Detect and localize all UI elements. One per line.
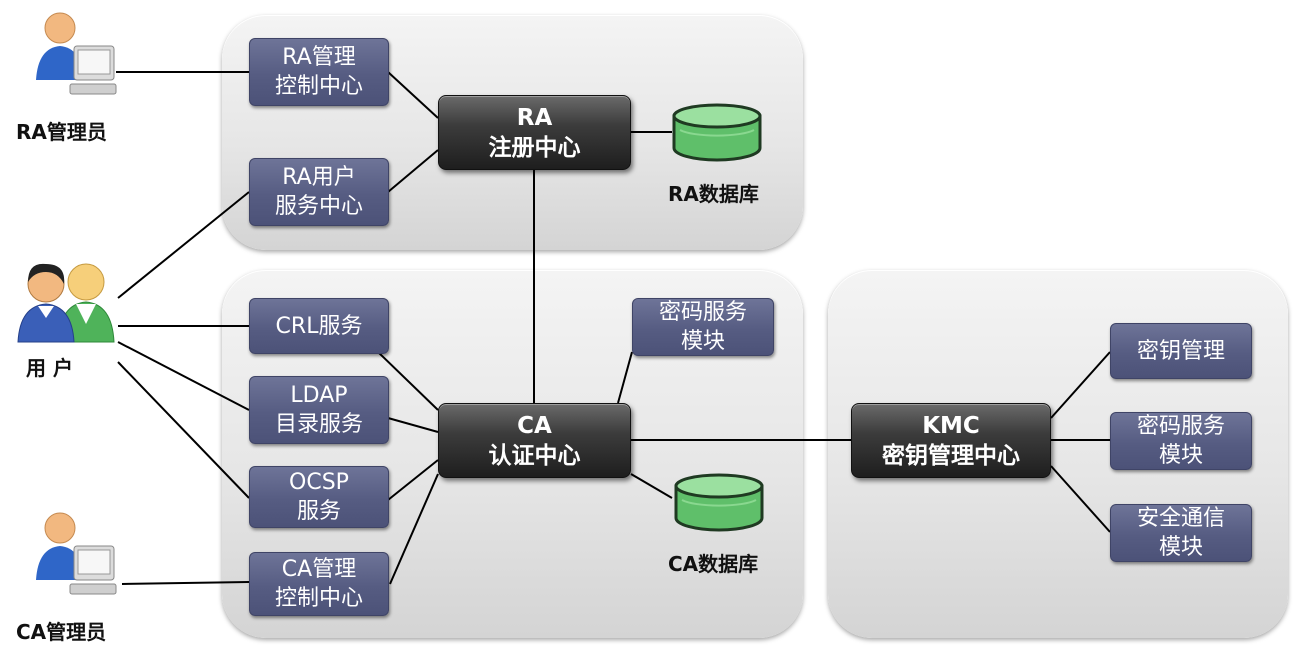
ra-admin-computer-user-icon	[36, 12, 117, 95]
ocsp-line1: OCSP	[289, 470, 349, 495]
line-ca-mgmt-to-ca-center	[389, 473, 439, 585]
line-ca-center-to-crypto	[617, 351, 633, 404]
kmc-key-management-center-box[interactable]: KMC 密钥管理中心	[851, 403, 1051, 478]
ldap-line1: LDAP	[290, 383, 348, 408]
kmc-crypto-line2: 模块	[1158, 443, 1203, 468]
ra-user-svc-line1: RA用户	[282, 165, 356, 190]
ra-registration-center-box[interactable]: RA 注册中心	[438, 95, 631, 170]
ocsp-service-box[interactable]: OCSP 服务	[249, 466, 389, 528]
ca-crypto-line1: 密码服务	[658, 300, 747, 325]
user-group-icon	[17, 263, 115, 343]
ra-admin-label: RA管理员	[16, 120, 107, 144]
ra-database-icon	[672, 103, 762, 162]
ca-database-icon	[674, 473, 764, 532]
ca-center-line1: CA	[517, 412, 552, 439]
ra-center-line1: RA	[516, 104, 553, 131]
ra-database-label: RA数据库	[668, 182, 759, 206]
line-ocsp-to-ca-center	[387, 459, 439, 501]
crl-service-box[interactable]: CRL服务	[249, 298, 389, 354]
ra-user-service-box[interactable]: RA用户 服务中心	[249, 158, 389, 226]
ca-mgmt-line1: CA管理	[281, 557, 357, 582]
ra-user-svc-line2: 服务中心	[274, 194, 363, 219]
ca-admin-label: CA管理员	[16, 620, 107, 644]
kmc-center-line2: 密钥管理中心	[882, 442, 1020, 469]
ra-mgmt-console-box[interactable]: RA管理 控制中心	[249, 38, 389, 106]
key-management-box[interactable]: 密钥管理	[1110, 323, 1252, 379]
ca-crypto-module-box[interactable]: 密码服务 模块	[632, 298, 774, 356]
ldap-directory-box[interactable]: LDAP 目录服务	[249, 376, 389, 444]
ca-mgmt-console-box[interactable]: CA管理 控制中心	[249, 552, 389, 616]
line-ra-user-svc-to-ra-center	[387, 149, 439, 193]
kmc-center-line1: KMC	[922, 412, 980, 439]
ca-certification-center-box[interactable]: CA 认证中心	[438, 403, 631, 478]
line-user-to-ldap	[117, 341, 250, 411]
line-user-to-ocsp	[117, 361, 250, 499]
line-ra-mgmt-to-ra-center	[387, 71, 439, 119]
line-ca-center-to-ca-db	[630, 473, 673, 499]
key-management-label: 密钥管理	[1136, 338, 1225, 364]
kmc-crypto-module-box[interactable]: 密码服务 模块	[1110, 412, 1252, 470]
user-label: 用 户	[26, 356, 73, 380]
line-ca-admin-to-ca-mgmt	[121, 581, 250, 585]
ca-admin-computer-user-icon	[36, 512, 117, 595]
ra-center-line2: 注册中心	[488, 134, 581, 161]
secure-comm-module-box[interactable]: 安全通信 模块	[1110, 504, 1252, 562]
line-kmc-to-comm	[1050, 465, 1111, 533]
ca-database-label: CA数据库	[668, 552, 759, 576]
comm-line2: 模块	[1158, 535, 1203, 560]
comm-line1: 安全通信	[1136, 506, 1225, 531]
ca-mgmt-line2: 控制中心	[274, 586, 363, 611]
ldap-line2: 目录服务	[274, 412, 363, 437]
ra-mgmt-line2: 控制中心	[274, 74, 363, 99]
ra-mgmt-line1: RA管理	[282, 45, 356, 70]
crl-service-label: CRL服务	[275, 313, 363, 339]
ocsp-line2: 服务	[296, 499, 341, 524]
line-kmc-to-key-mgmt	[1050, 351, 1111, 419]
line-crl-to-ca-center	[377, 351, 439, 411]
ca-center-line2: 认证中心	[488, 442, 581, 469]
line-ldap-to-ca-center	[387, 417, 439, 433]
line-user-to-ra-user-svc	[117, 191, 250, 299]
kmc-crypto-line1: 密码服务	[1136, 414, 1225, 439]
ca-crypto-line2: 模块	[680, 329, 725, 354]
